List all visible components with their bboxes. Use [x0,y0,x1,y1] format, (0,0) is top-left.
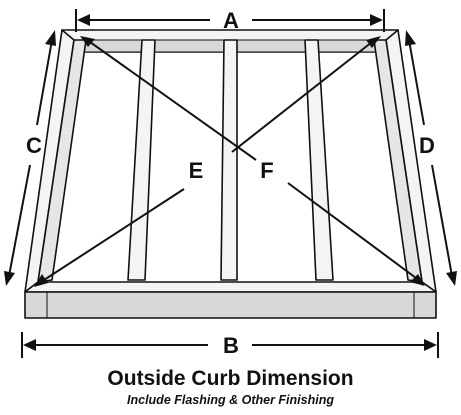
dim-b-arrow-right [424,339,437,351]
joist-2 [220,39,238,281]
curb-frame [24,29,437,319]
dim-d-arrow-bottom [446,271,457,286]
dim-label-c: C [26,133,42,158]
joist-1 [127,39,156,281]
caption-title: Outside Curb Dimension [107,367,354,390]
dim-f-line-lower [287,182,417,279]
dim-label-d: D [419,133,435,158]
dim-label-a: A [223,8,239,33]
dim-d-arrow-top [405,30,416,46]
left-rail-inner [37,39,87,283]
dim-label-b: B [223,333,239,358]
dim-f-arrow-bottom [410,274,425,286]
dim-d-line-top [408,39,425,126]
dim-f-line-upper [89,41,257,161]
dim-e-arrow-bottom [34,274,48,287]
dim-c-line-top [36,39,53,126]
dim-e-line-upper [231,41,373,153]
front-rail-face [24,291,437,319]
dim-c-arrow-bottom [4,271,15,286]
dim-d-line-bottom [431,164,453,277]
front-rail-top [24,281,437,293]
dimension-lines [4,9,457,358]
dim-label-e: E [189,158,204,183]
caption-subtitle: Include Flashing & Other Finishing [127,393,334,407]
dim-c-line-bottom [8,164,31,277]
dim-a-arrow-left [77,14,90,26]
dim-f-arrow-top [80,36,95,47]
dim-c-arrow-top [45,30,56,46]
dim-b-arrow-left [23,339,36,351]
dim-e-line-lower [43,188,185,281]
dim-e-arrow-top [366,36,381,48]
dim-a-arrow-right [370,14,383,26]
dim-label-f: F [260,158,273,183]
